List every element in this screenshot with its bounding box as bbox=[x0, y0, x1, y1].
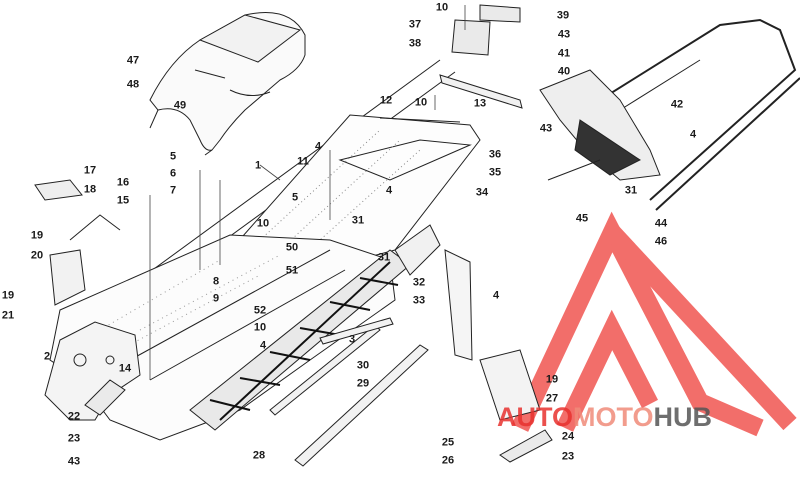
callout-32: 32 bbox=[412, 276, 426, 289]
callout-23: 23 bbox=[67, 432, 81, 445]
callout-48: 48 bbox=[126, 78, 140, 91]
callout-3: 3 bbox=[348, 333, 356, 346]
callout-45: 45 bbox=[575, 212, 589, 225]
watermark-text: AUTOMOTOHUB bbox=[497, 404, 712, 431]
callout-4: 4 bbox=[385, 184, 393, 197]
rear-bracket-part bbox=[439, 4, 523, 109]
callout-17: 17 bbox=[83, 164, 97, 177]
linework bbox=[34, 4, 800, 467]
callout-15: 15 bbox=[116, 194, 130, 207]
callout-16: 16 bbox=[116, 176, 130, 189]
callout-43: 43 bbox=[539, 122, 553, 135]
callout-51: 51 bbox=[285, 264, 299, 277]
left-plate-part bbox=[44, 321, 141, 421]
callout-19: 19 bbox=[1, 289, 15, 302]
callout-10: 10 bbox=[253, 321, 267, 334]
callout-4: 4 bbox=[689, 128, 697, 141]
rear-bumper-part bbox=[599, 18, 800, 211]
side-decal-panel bbox=[189, 249, 411, 431]
callout-26: 26 bbox=[441, 454, 455, 467]
snowflap-part bbox=[539, 69, 661, 181]
callout-11: 11 bbox=[297, 155, 309, 168]
callout-39: 39 bbox=[556, 9, 570, 22]
callout-20: 20 bbox=[30, 249, 44, 262]
callout-31: 31 bbox=[351, 214, 365, 227]
callout-5: 5 bbox=[169, 150, 177, 163]
callout-25: 25 bbox=[441, 436, 455, 449]
callout-33: 33 bbox=[412, 294, 426, 307]
footrest-right-part bbox=[479, 349, 553, 463]
callout-23: 23 bbox=[561, 450, 575, 463]
callout-47: 47 bbox=[126, 54, 140, 67]
callout-42: 42 bbox=[670, 98, 684, 111]
callout-1: 1 bbox=[254, 159, 262, 172]
cross-tubes bbox=[269, 317, 429, 467]
callout-7: 7 bbox=[169, 184, 177, 197]
callout-9: 9 bbox=[212, 292, 220, 305]
callout-34: 34 bbox=[475, 186, 489, 199]
callout-29: 29 bbox=[356, 377, 370, 390]
watermark-hub: HUB bbox=[653, 402, 713, 432]
callout-13: 13 bbox=[473, 97, 487, 110]
callout-46: 46 bbox=[654, 235, 668, 248]
callout-21: 21 bbox=[1, 309, 15, 322]
seat-part bbox=[149, 12, 306, 156]
watermark-logo-mark bbox=[511, 211, 797, 437]
callout-30: 30 bbox=[356, 359, 370, 372]
footrest-left-part bbox=[84, 379, 126, 416]
callout-24: 24 bbox=[561, 430, 575, 443]
watermark-auto: AUTO bbox=[497, 402, 574, 432]
callout-5: 5 bbox=[291, 191, 299, 204]
callout-41: 41 bbox=[557, 47, 571, 60]
callout-36: 36 bbox=[488, 148, 502, 161]
callout-22: 22 bbox=[67, 410, 81, 423]
callout-37: 37 bbox=[408, 18, 422, 31]
callout-38: 38 bbox=[408, 37, 422, 50]
leader-lines bbox=[149, 5, 466, 380]
callout-44: 44 bbox=[654, 217, 668, 230]
callout-43: 43 bbox=[67, 455, 81, 468]
callout-10: 10 bbox=[435, 1, 449, 14]
callout-19: 19 bbox=[545, 373, 559, 386]
callout-19: 19 bbox=[30, 229, 44, 242]
callout-8: 8 bbox=[212, 275, 220, 288]
callout-4: 4 bbox=[259, 339, 267, 352]
watermark-moto: MOTO bbox=[573, 402, 654, 432]
callout-14: 14 bbox=[118, 362, 132, 375]
side-bracket-part bbox=[394, 224, 473, 361]
callout-43: 43 bbox=[557, 28, 571, 41]
callout-27: 27 bbox=[545, 392, 559, 405]
callout-18: 18 bbox=[83, 183, 97, 196]
callout-35: 35 bbox=[488, 166, 502, 179]
callout-31: 31 bbox=[624, 184, 638, 197]
callout-28: 28 bbox=[252, 449, 266, 462]
callout-49: 49 bbox=[173, 99, 187, 112]
callout-40: 40 bbox=[557, 65, 571, 78]
callout-6: 6 bbox=[169, 167, 177, 180]
callout-2: 2 bbox=[43, 350, 51, 363]
callout-4: 4 bbox=[314, 140, 322, 153]
callout-10: 10 bbox=[414, 96, 428, 109]
callout-4: 4 bbox=[492, 289, 500, 302]
chassis-tunnel-body bbox=[49, 234, 396, 441]
callout-50: 50 bbox=[285, 241, 299, 254]
callout-31: 31 bbox=[377, 251, 391, 264]
callout-10: 10 bbox=[256, 217, 270, 230]
grab-handle-part bbox=[34, 179, 121, 306]
callout-52: 52 bbox=[253, 304, 267, 317]
callout-12: 12 bbox=[379, 94, 393, 107]
